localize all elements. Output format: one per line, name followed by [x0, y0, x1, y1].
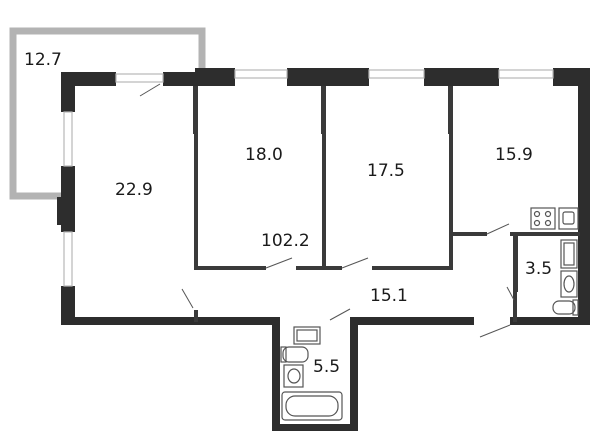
bath-sink-icon	[283, 364, 304, 388]
exterior-walls	[57, 68, 590, 431]
wc-area-label: 3.5	[525, 259, 552, 279]
area-labels: 12.7 22.9 18.0 17.5 15.9 102.2 15.1 3.5 …	[24, 50, 552, 377]
shower-icon	[560, 239, 578, 269]
door-swings	[139, 83, 515, 338]
bathroom-fixtures	[280, 326, 343, 421]
bedroom-1-area-label: 18.0	[245, 145, 283, 165]
balcony-outline	[9, 27, 206, 200]
wc-fixtures	[552, 239, 579, 316]
toilet-icon	[552, 300, 576, 315]
hallway-area-label: 15.1	[370, 286, 408, 306]
stove-icon	[530, 207, 556, 230]
living-room-area-label: 22.9	[115, 180, 153, 200]
interior-walls	[193, 86, 580, 322]
bidet-icon	[282, 346, 309, 363]
balcony-area-label: 12.7	[24, 50, 62, 70]
kitchen-sink-icon	[558, 207, 579, 230]
total-area-label: 102.2	[261, 231, 310, 251]
windows	[63, 69, 554, 287]
bathroom-area-label: 5.5	[313, 357, 340, 377]
kitchen-fixtures	[530, 207, 579, 230]
wc-sink-icon	[560, 270, 578, 298]
washer-icon	[293, 326, 321, 345]
bedroom-2-area-label: 17.5	[367, 161, 405, 181]
kitchen-area-label: 15.9	[495, 145, 533, 165]
bathtub-icon	[281, 391, 343, 421]
